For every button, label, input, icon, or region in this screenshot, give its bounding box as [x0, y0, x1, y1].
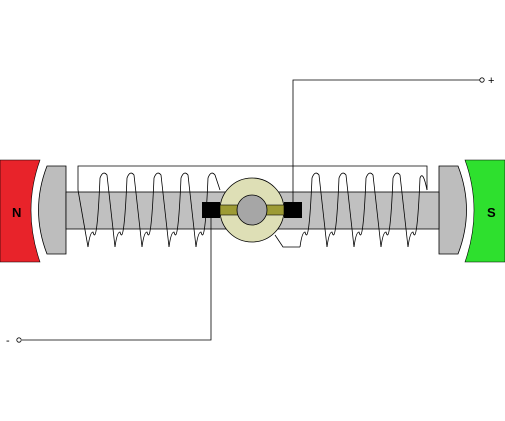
- north-magnet: [0, 159, 41, 263]
- negative-terminal-label: -: [6, 335, 10, 347]
- positive-terminal-label: +: [488, 75, 494, 87]
- left-coil: [77, 172, 221, 248]
- negative-terminal: [16, 337, 22, 343]
- right-coil: [274, 172, 428, 248]
- right-pole-face: [438, 165, 467, 255]
- left-pole-face: [38, 165, 67, 255]
- coil-top-wire: [77, 165, 428, 190]
- commutator-segment-right: [265, 204, 285, 216]
- south-magnet-label: S: [487, 205, 496, 220]
- brush-right: [284, 202, 302, 218]
- north-magnet-label: N: [12, 205, 21, 220]
- positive-terminal: [479, 77, 485, 83]
- commutator-segment-left: [219, 204, 239, 216]
- brush-left: [202, 202, 220, 218]
- positive-wire: [292, 79, 480, 202]
- south-magnet: [464, 159, 505, 263]
- negative-wire: [22, 218, 212, 341]
- rotor-shaft: [236, 194, 268, 226]
